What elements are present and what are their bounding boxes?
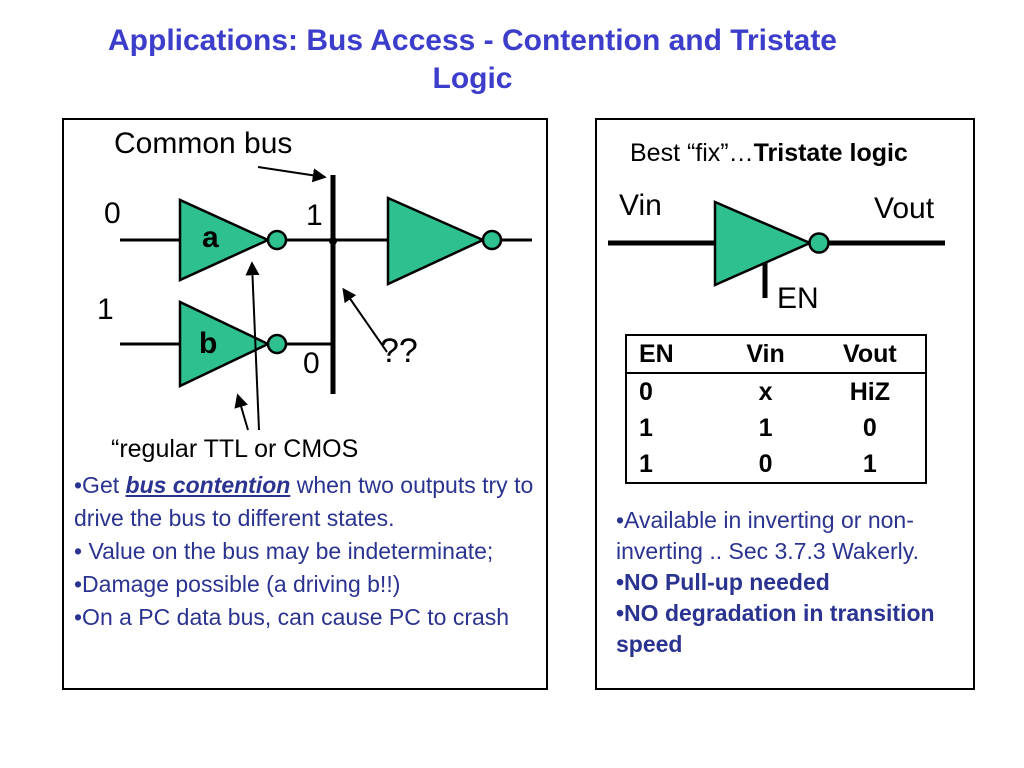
bullet-pc-crash: •On a PC data bus, can cause PC to crash [74,604,510,630]
best-fix-label: Best “fix”…Tristate logic [630,139,908,168]
truth-header-vin: Vin [716,336,815,374]
output-b-label: 0 [303,347,320,380]
truth-cell: 0 [758,449,773,478]
bullet-damage: •Damage possible (a driving b!!) [74,571,401,597]
slide-title-line1: Applications: Bus Access - Contention an… [108,24,837,57]
input-a-label: 0 [104,197,121,230]
contention-bullets: •Get bus contention when two outputs try… [74,469,546,634]
truth-cell: x [758,377,773,406]
truth-cell: 1 [639,449,653,478]
truth-cell: 0 [639,377,653,406]
vin-label: Vin [619,189,662,222]
bullet-bus-contention-prefix: •Get [74,472,126,498]
bullet-bus-contention: •Get bus contention when two outputs try… [74,469,546,535]
truth-header-en: EN [627,336,717,374]
tristate-bullets: •Available in inverting or non-inverting… [616,505,951,660]
truth-table-row: 0 x HiZ [627,373,925,410]
bullet-no-pullup: •NO Pull-up needed [616,569,830,595]
bullet-available: •Available in inverting or non-inverting… [616,507,919,564]
best-fix-prefix: Best “fix”… [630,139,754,167]
truth-header-vout: Vout [814,336,925,374]
bullet-bus-contention-suffix: when two outputs try to drive the bus to… [74,472,534,531]
bullet-no-degradation: •NO degradation in transition speed [616,600,935,657]
slide-title-line2: Logic [432,62,513,95]
truth-cell: 1 [639,413,653,442]
truth-table-row: 1 1 0 [627,410,925,446]
input-b-label: 1 [97,293,114,326]
truth-table: EN Vin Vout 0 x HiZ 1 1 0 1 0 [625,334,927,484]
question-label: ?? [380,332,418,370]
truth-table-row: 1 0 1 [627,446,925,482]
en-label: EN [777,282,819,315]
common-bus-label: Common bus [114,127,293,160]
best-fix-bold: Tristate logic [753,139,908,167]
bullet-indeterminate: • Value on the bus may be indeterminate; [74,538,494,564]
truth-cell: 1 [758,413,773,442]
truth-cell: HiZ [849,377,890,406]
gate-a-label: a [202,221,219,254]
gate-b-label: b [199,327,218,360]
regular-ttl-label: “regular TTL or CMOS [111,435,359,463]
bullet-bus-contention-emphasis: bus contention [125,472,291,498]
truth-cell: 1 [862,449,877,478]
truth-table-header-row: EN Vin Vout [627,336,925,374]
truth-cell: 0 [862,413,877,442]
output-a-label: 1 [306,199,323,232]
vout-label: Vout [874,192,935,225]
slide-title: Applications: Bus Access - Contention an… [0,22,945,98]
